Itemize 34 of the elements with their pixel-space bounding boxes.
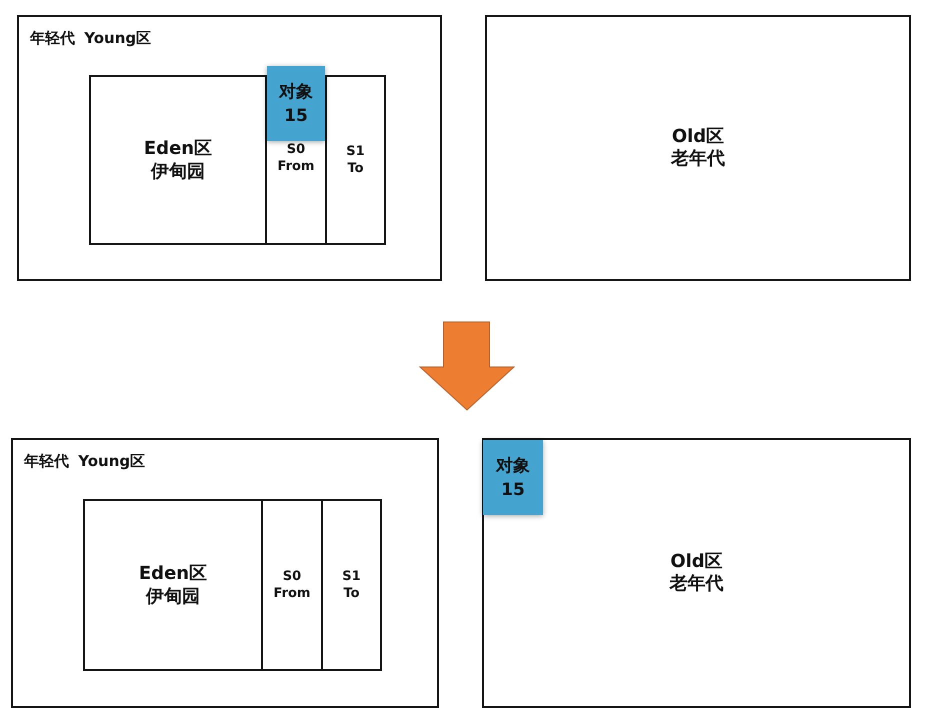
box-label: S0 bbox=[282, 568, 302, 585]
box-label: Old区 bbox=[672, 126, 724, 148]
box-label: To bbox=[343, 585, 360, 602]
region-box bbox=[485, 15, 911, 281]
region-box bbox=[17, 15, 442, 281]
box-label: From bbox=[278, 158, 314, 175]
cell-box bbox=[83, 499, 263, 671]
box-label: 老年代 bbox=[671, 148, 725, 170]
tile-label: 15 bbox=[501, 478, 525, 502]
cell-box bbox=[261, 499, 323, 671]
region-heading: 年轻代 Young区 bbox=[30, 29, 152, 47]
cell-box bbox=[325, 75, 386, 245]
box-label: S1 bbox=[342, 568, 361, 585]
object-tile bbox=[483, 440, 543, 515]
box-label: S1 bbox=[346, 143, 365, 160]
object-tile bbox=[267, 66, 325, 141]
cell-box bbox=[321, 499, 382, 671]
box-label: Old区 bbox=[670, 551, 723, 573]
tile-label: 对象 bbox=[496, 454, 530, 478]
region-heading: 年轻代 Young区 bbox=[24, 452, 146, 470]
region-box bbox=[482, 438, 911, 708]
tile-label: 对象 bbox=[279, 80, 313, 104]
cell-box bbox=[89, 75, 267, 245]
box-label: 伊甸园 bbox=[151, 160, 205, 183]
box-label: S0 bbox=[286, 141, 306, 158]
box-label: To bbox=[347, 160, 364, 177]
box-label: Eden区 bbox=[144, 137, 212, 160]
box-label: Eden区 bbox=[138, 562, 208, 585]
region-box bbox=[11, 438, 439, 708]
cell-box bbox=[265, 141, 327, 245]
box-label: 老年代 bbox=[670, 573, 724, 595]
box-label: 伊甸园 bbox=[146, 585, 200, 608]
tile-label: 15 bbox=[284, 104, 308, 128]
box-label: From bbox=[274, 585, 310, 602]
